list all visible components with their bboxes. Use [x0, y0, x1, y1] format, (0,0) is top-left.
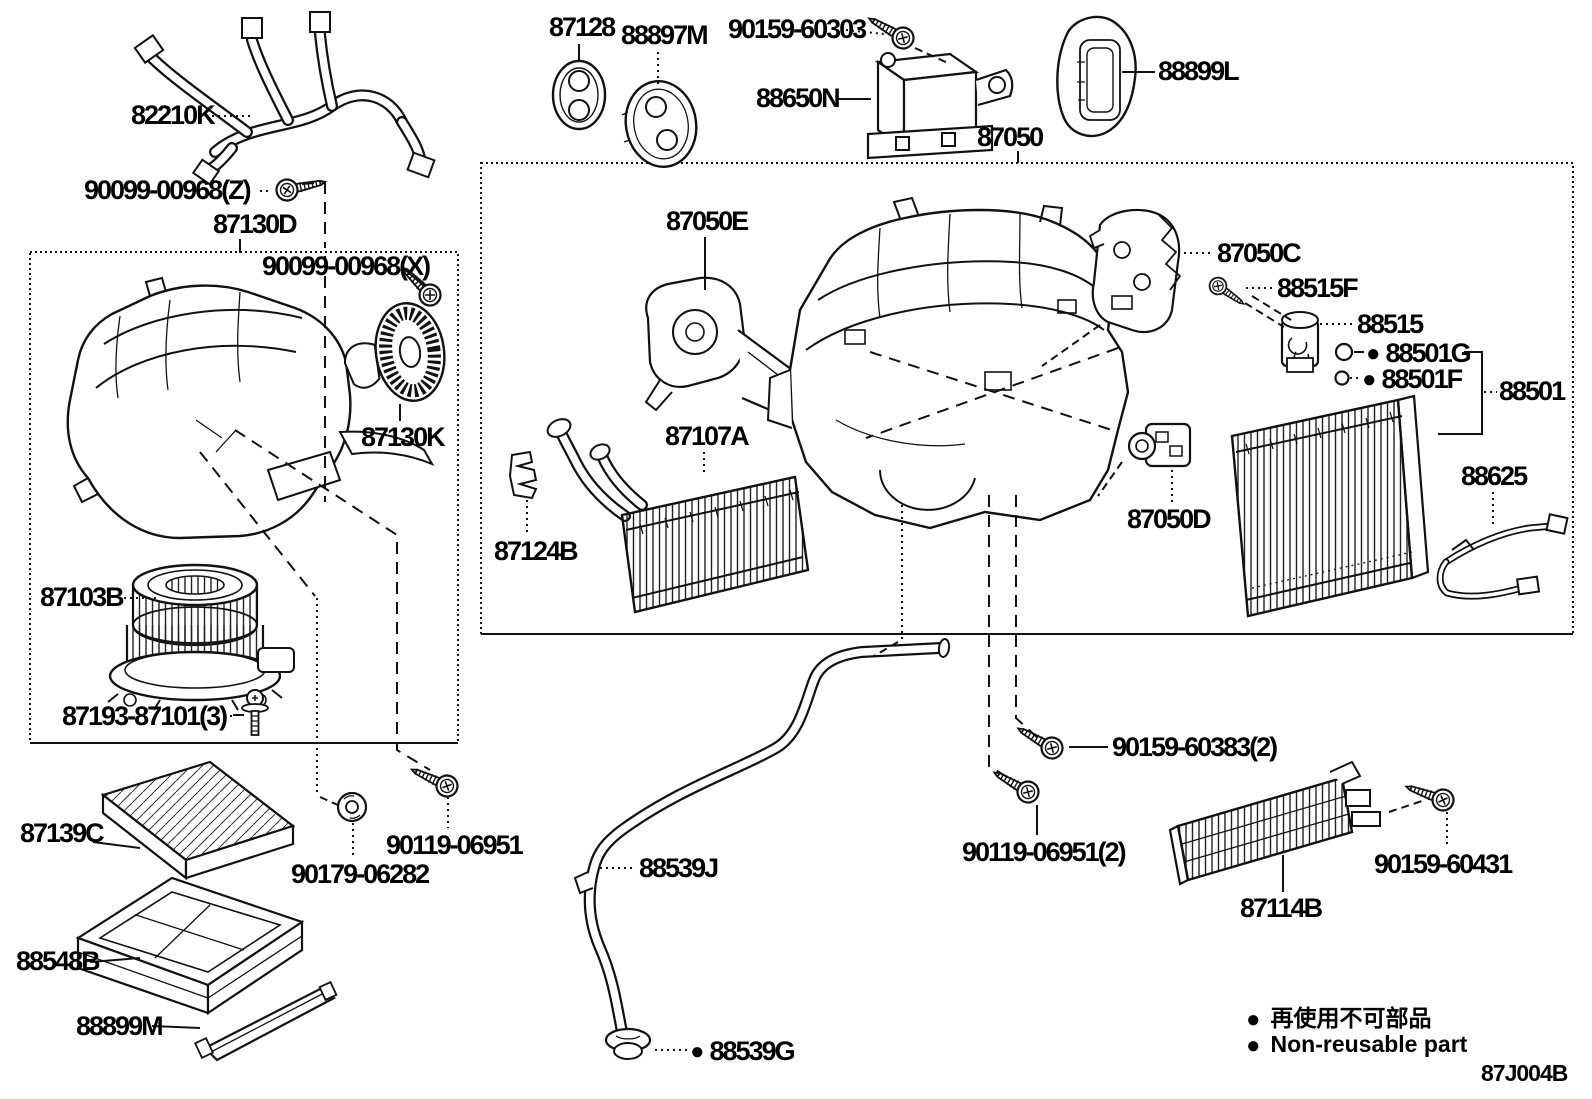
- filter-87139C-drawing: [100, 760, 296, 881]
- harness-82210K-drawing: [133, 11, 436, 186]
- label-87103B: 87103B: [40, 582, 125, 612]
- label-87050D: 87050D: [1127, 504, 1212, 534]
- o-ring-88501G-icon: [1334, 342, 1354, 362]
- legend-en-text: Non-reusable part: [1270, 1031, 1468, 1057]
- screw-90159-60431-icon: [1401, 775, 1458, 815]
- o-ring-88501F-icon: [1334, 370, 1350, 386]
- blower-motor-87103B-drawing: [107, 563, 295, 711]
- label-88501F: ●88501F: [1362, 364, 1464, 394]
- label-88539J: 88539J: [639, 853, 719, 883]
- screw-90159-60303-icon: [862, 8, 919, 54]
- blower-case-87130D-drawing: [66, 276, 435, 540]
- label-87128: 87128: [549, 12, 616, 42]
- label-87050C: 87050C: [1217, 238, 1302, 268]
- hose-88539J-drawing: [573, 638, 951, 1038]
- label-88625: 88625: [1461, 461, 1528, 491]
- construction-lines: [199, 47, 1423, 813]
- label-87130K: 87130K: [361, 422, 446, 452]
- thermistor-88625-drawing: [1436, 513, 1569, 600]
- label-87050E: 87050E: [666, 206, 749, 236]
- legend-jp-text: 再使用不可部品: [1270, 1005, 1432, 1031]
- fan-87130K-drawing: [343, 302, 446, 402]
- assembly-box-87050: [480, 162, 1574, 635]
- label-88650N: 88650N: [756, 83, 841, 113]
- label-90159-60303: 90159-60303: [728, 14, 867, 44]
- diagram-code: 87J004B: [1481, 1060, 1568, 1086]
- label-88515F: 88515F: [1277, 273, 1359, 303]
- label-88501: 88501: [1499, 376, 1566, 406]
- valve-88515-drawing: [1280, 311, 1320, 373]
- legend-non-reusable-en: ● Non-reusable part: [1246, 1033, 1467, 1058]
- non-reusable-marker-icon: ●: [1362, 366, 1377, 393]
- label-90099-00968X: 90099-00968(X): [262, 251, 431, 281]
- label-90099-00968Z: 90099-00968(Z): [84, 175, 252, 205]
- amplifier-88650N-drawing: [866, 52, 1014, 160]
- label-87114B: 87114B: [1240, 893, 1323, 923]
- screw-90119-06951-icon: [406, 758, 463, 802]
- label-88539G-text: 88539G: [709, 1036, 796, 1066]
- filter-case-88548B-drawing: [75, 876, 305, 1016]
- label-87193-87101: 87193-87101(3): [62, 701, 228, 731]
- label-88899L: 88899L: [1158, 56, 1240, 86]
- screw-90159-60383-icon: [1011, 718, 1068, 764]
- label-90119-06951: 90119-06951: [386, 830, 524, 860]
- heater-87114B-drawing: [1168, 760, 1381, 886]
- label-90179-06282: 90179-06282: [291, 859, 430, 889]
- label-88539G: ●88539G: [690, 1036, 796, 1066]
- label-90159-60431: 90159-60431: [1374, 849, 1513, 879]
- label-90119-06951-2: 90119-06951(2): [962, 837, 1127, 867]
- evaporator-88501-drawing: [1230, 394, 1430, 618]
- label-87124B: 87124B: [494, 536, 579, 566]
- hvac-unit-87050-drawing: [766, 196, 1130, 530]
- label-88897M: 88897M: [621, 20, 709, 50]
- label-88501G: ●88501G: [1366, 338, 1472, 368]
- non-reusable-marker-icon: ●: [1246, 1032, 1261, 1059]
- label-88515: 88515: [1357, 309, 1424, 339]
- label-87139C: 87139C: [20, 818, 105, 848]
- damper-88899M-drawing: [193, 980, 338, 1062]
- label-90159-60383: 90159-60383(2): [1112, 732, 1278, 762]
- label-88501G-text: 88501G: [1385, 338, 1472, 368]
- servo-87050C-drawing: [1088, 208, 1182, 334]
- heater-core-87107A-drawing: [546, 418, 810, 614]
- non-reusable-marker-icon: ●: [690, 1038, 705, 1065]
- label-88548B: 88548B: [16, 946, 101, 976]
- screw-88515F-icon: [1205, 273, 1250, 312]
- grommet-87128-drawing: [551, 59, 607, 131]
- legend-non-reusable-jp: ● 再使用不可部品: [1246, 1007, 1432, 1032]
- label-82210K: 82210K: [131, 100, 216, 130]
- non-reusable-marker-icon: ●: [1246, 1006, 1261, 1033]
- grommet-90179-06282-drawing: [336, 791, 368, 823]
- screw-90099-00968Z-icon: [273, 170, 329, 204]
- assembly-box-87130D: [29, 251, 459, 744]
- label-88899M: 88899M: [76, 1011, 164, 1041]
- grommet-88897M-drawing: [621, 80, 698, 168]
- label-87050: 87050: [977, 122, 1044, 152]
- label-87107A: 87107A: [665, 421, 750, 451]
- leader-lines: [89, 29, 1497, 1051]
- label-88501F-text: 88501F: [1381, 364, 1464, 394]
- part-87050D-drawing: [1127, 422, 1192, 468]
- non-reusable-marker-icon: ●: [1366, 340, 1381, 367]
- clamp-87124B-drawing: [508, 450, 538, 500]
- pad-88899L-drawing: [1056, 15, 1137, 138]
- screw-90119-06951-2-icon: [987, 762, 1044, 808]
- grommet-88539G-drawing: [604, 1027, 652, 1060]
- label-87130D: 87130D: [213, 209, 298, 239]
